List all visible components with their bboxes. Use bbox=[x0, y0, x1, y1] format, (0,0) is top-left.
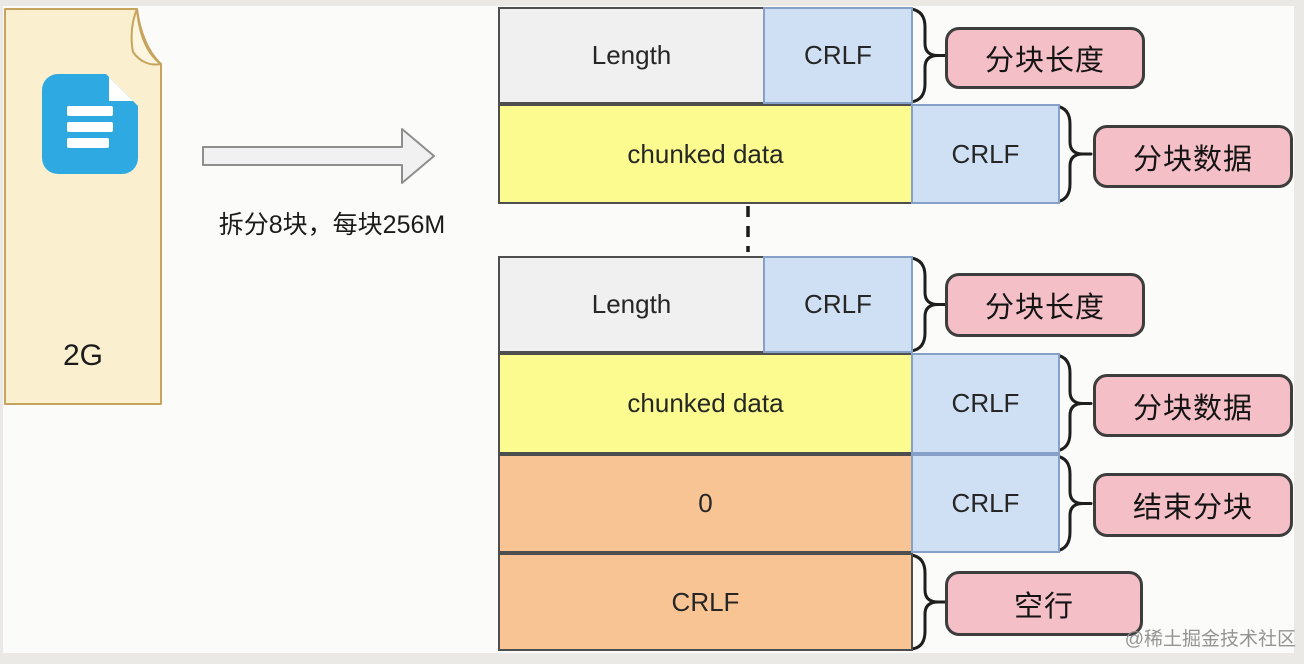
cell-crlf-5: CRLF bbox=[911, 454, 1060, 553]
cell-length-2: Length bbox=[498, 256, 765, 353]
annotation-chunk-length-2: 分块长度 bbox=[945, 273, 1145, 337]
folded-corner bbox=[130, 8, 162, 66]
annotation-chunk-length-1: 分块长度 bbox=[945, 27, 1145, 89]
brace-row1 bbox=[909, 7, 947, 104]
edge-strip-top bbox=[0, 0, 1304, 6]
cell-crlf-3: CRLF bbox=[763, 256, 913, 353]
arrow-caption: 拆分8块，每块256M bbox=[218, 211, 446, 239]
cell-crlf-1: CRLF bbox=[763, 7, 913, 104]
braces bbox=[909, 7, 1093, 651]
edge-strip-bottom bbox=[0, 653, 1304, 664]
cell-zero: 0 bbox=[498, 454, 913, 553]
cell-length-1: Length bbox=[498, 7, 765, 104]
cell-crlf-6: CRLF bbox=[498, 553, 913, 651]
annotation-empty-line: 空行 bbox=[945, 571, 1143, 636]
right-arrow bbox=[202, 128, 435, 184]
brace-row6 bbox=[909, 553, 947, 651]
brace-row4 bbox=[1054, 353, 1093, 453]
brace-row5 bbox=[1054, 454, 1093, 553]
annotation-end-chunk: 结束分块 bbox=[1093, 473, 1293, 537]
cell-crlf-2: CRLF bbox=[911, 104, 1060, 204]
cell-crlf-4: CRLF bbox=[911, 353, 1060, 454]
cell-chunked-1: chunked data bbox=[498, 104, 913, 204]
cell-chunked-2: chunked data bbox=[498, 353, 913, 454]
watermark: @稀土掘金技术社区 bbox=[1124, 629, 1296, 650]
edge-strip-left bbox=[0, 0, 3, 664]
file-size-label: 2G bbox=[62, 339, 104, 372]
annotation-chunk-data-1: 分块数据 bbox=[1093, 125, 1293, 188]
brace-row3 bbox=[909, 256, 947, 353]
brace-row2 bbox=[1054, 104, 1093, 204]
annotation-chunk-data-2: 分块数据 bbox=[1093, 374, 1293, 437]
document-icon bbox=[42, 74, 138, 174]
edge-strip-right bbox=[1294, 0, 1304, 664]
